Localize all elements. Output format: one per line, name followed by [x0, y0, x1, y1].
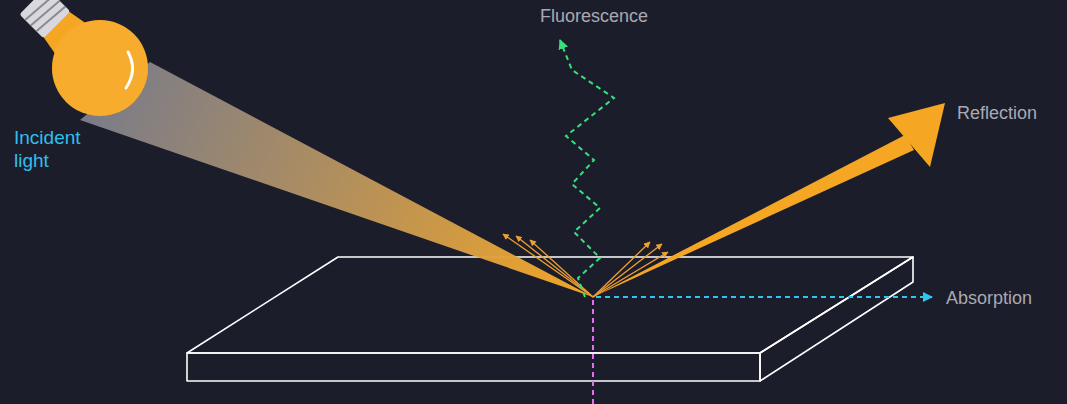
- absorption-label: Absorption: [946, 288, 1032, 310]
- scattered-rays: [503, 234, 668, 297]
- transmission-line: [592, 300, 594, 404]
- incident-light-label: Incident light: [14, 127, 104, 173]
- reflection-arrow: [593, 103, 945, 297]
- bulb-highlight: [126, 52, 133, 88]
- incident-beam: [80, 62, 593, 297]
- reflection-label: Reflection: [957, 103, 1037, 125]
- fluorescence-label: Fluorescence: [540, 6, 648, 28]
- fluorescence-wave: [560, 40, 614, 297]
- absorption-arrow: [596, 296, 932, 298]
- light-bulb: [0, 0, 168, 136]
